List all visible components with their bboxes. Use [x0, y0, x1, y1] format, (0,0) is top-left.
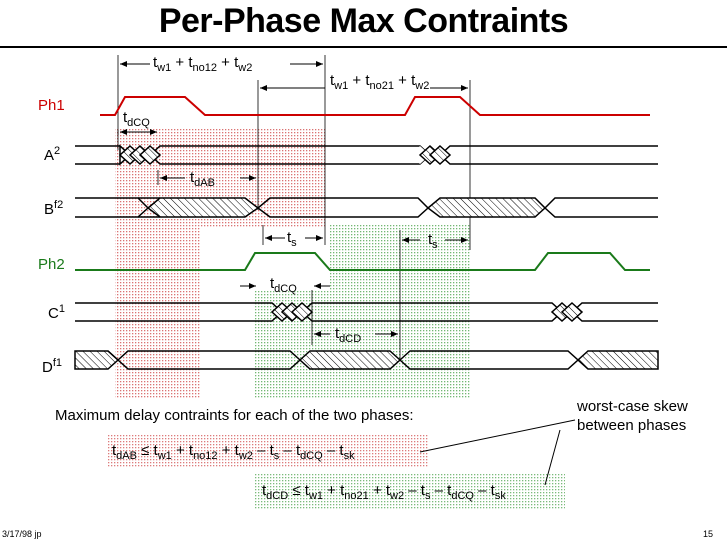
ph2-waveform	[75, 252, 650, 271]
title-rule	[0, 46, 727, 48]
a-label: A2	[44, 145, 60, 164]
pink-shade-region	[115, 128, 325, 398]
reference-lines	[117, 55, 471, 360]
pink-equation-box	[108, 435, 428, 467]
b-label: Bf2	[44, 199, 63, 218]
ts-label-1: ts	[287, 229, 297, 249]
a-waveform	[75, 144, 658, 166]
tdcq-label-1: tdCQ	[123, 109, 150, 129]
tw1-tno21-tw2-label: tw1 + tno21 + tw2	[330, 72, 429, 92]
tw1-tno12-tw2-label: tw1 + tno12 + tw2	[153, 54, 252, 74]
d-label: Df1	[42, 357, 62, 376]
skew-note-line2: between phases	[577, 417, 686, 434]
ph1-waveform	[100, 96, 650, 116]
caption: Maximum delay contraints for each of the…	[55, 407, 414, 424]
page-title: Per-Phase Max Contraints	[158, 2, 569, 40]
equation-dcd: tdCD ≤ tw1 + tno21 + tw2 – ts – tdCQ – t…	[262, 482, 506, 502]
footer-date: 3/17/98 jp	[2, 529, 42, 539]
green-equation-box	[255, 474, 565, 510]
dimension-arrows	[120, 61, 468, 337]
skew-leaders	[419, 419, 576, 486]
b-waveform	[75, 197, 658, 218]
c-label: C1	[48, 303, 65, 322]
ts-label-2: ts	[428, 231, 438, 251]
tdcq-label-2: tdCQ	[270, 275, 297, 295]
footer-page-number: 15	[702, 529, 713, 539]
equation-dab: tdAB ≤ tw1 + tno12 + tw2 – ts – tdCQ – t…	[112, 442, 355, 462]
tdcd-label: tdCD	[335, 325, 361, 345]
d-waveform	[74, 350, 659, 370]
tdab-label: tdAB	[190, 169, 215, 189]
c-waveform	[75, 301, 658, 323]
ph1-label: Ph1	[38, 97, 65, 114]
ph2-label: Ph2	[38, 256, 65, 273]
skew-note-line1: worst-case skew	[576, 398, 688, 415]
